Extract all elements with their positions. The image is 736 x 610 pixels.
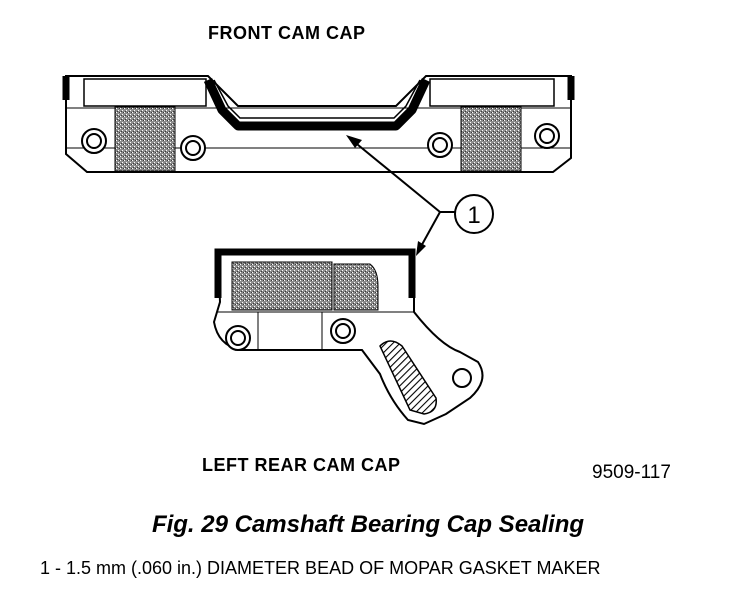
rear-cap-bolt-hole-1	[225, 325, 251, 351]
legend-item-1: 1 - 1.5 mm (.060 in.) DIAMETER BEAD OF M…	[40, 558, 601, 578]
figure-caption: Fig. 29 Camshaft Bearing Cap Sealing	[151, 511, 585, 538]
leader-to-front-cap	[351, 139, 441, 213]
rear-cap-bolt-hole-2	[330, 318, 356, 344]
left-rear-cam-cap-label: LEFT REAR CAM CAP	[202, 455, 401, 475]
front-cam-cap-label: FRONT CAM CAP	[208, 23, 366, 43]
rear-cap-pad-left	[231, 261, 333, 311]
leader-to-rear-cap	[418, 211, 441, 251]
front-cap-left-pad	[114, 106, 176, 172]
front-cam-cap	[62, 75, 575, 173]
figure-number: 9509-117	[592, 462, 671, 483]
front-cap-bolt-hole-2	[180, 135, 206, 161]
left-rear-cam-cap	[212, 248, 484, 426]
arrowhead-rear	[416, 241, 426, 256]
front-cap-left-inset	[83, 78, 207, 107]
arrowhead-front	[346, 135, 362, 148]
front-cap-bolt-hole-4	[534, 123, 560, 149]
front-cap-bolt-hole-1	[81, 128, 107, 154]
rear-cap-sealant-bead	[214, 248, 416, 298]
callout-leaders	[351, 139, 455, 251]
legend: 1 - 1.5 mm (.060 in.) DIAMETER BEAD OF M…	[40, 558, 680, 578]
rear-cap-pad-right	[333, 263, 379, 311]
rear-cap-hatched-slot	[379, 340, 437, 415]
callout-circle	[454, 194, 494, 234]
front-cap-sealant-bead	[203, 78, 431, 131]
front-cap-bolt-hole-3	[427, 132, 453, 158]
front-cap-right-inset	[429, 78, 555, 107]
callout-number: 1	[467, 202, 480, 229]
rear-cap-bolt-hole-3	[452, 368, 472, 388]
front-cap-right-pad	[460, 106, 522, 172]
